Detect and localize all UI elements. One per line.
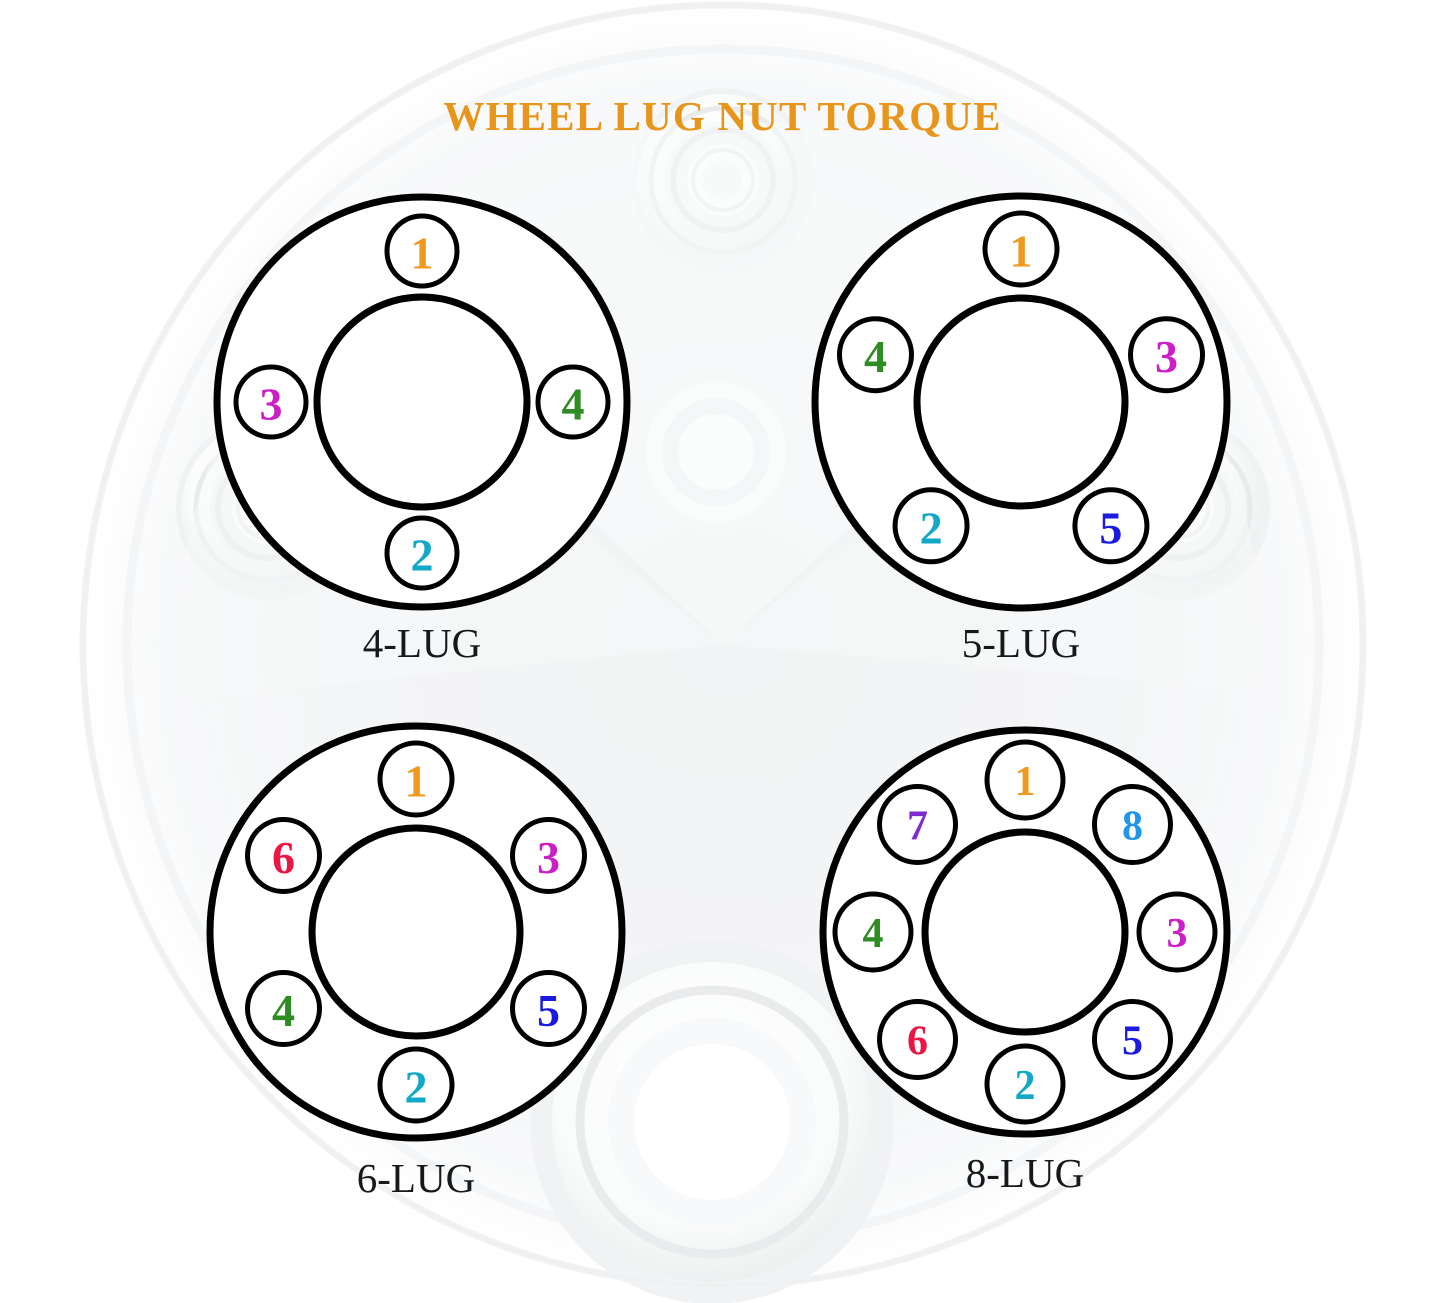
lug-sequence-number: 7: [907, 804, 928, 850]
lug-position-4: 4: [535, 364, 611, 440]
caption-4-lug: 4-LUG: [362, 620, 482, 666]
lug-sequence-number: 3: [1167, 911, 1188, 957]
lug-sequence-number: 4: [272, 985, 295, 1036]
lug-position-1: 1: [384, 213, 460, 289]
lug-position-2: 2: [984, 1043, 1066, 1125]
lug-sequence-number: 4: [864, 331, 887, 382]
lug-sequence-number: 8: [1122, 804, 1143, 850]
lug-sequence-number: 3: [537, 832, 560, 883]
diagram-4-lug: 1 4 2 3 4-LUG: [207, 193, 637, 695]
lug-sequence-number: 6: [907, 1018, 928, 1064]
diagram-5-lug: 1 3 5 2 4 5-LUG: [805, 192, 1237, 695]
lug-position-3: 3: [1136, 891, 1218, 973]
lug-sequence-number: 1: [411, 228, 434, 279]
lug-position-1: 1: [984, 739, 1066, 821]
lug-position-3: 3: [233, 364, 309, 440]
lug-position-6: 6: [244, 817, 322, 894]
lug-position-7: 7: [877, 784, 959, 866]
lug-position-8: 8: [1091, 784, 1173, 866]
lug-position-6: 6: [877, 998, 959, 1080]
wheel-pattern-5-lug: 1 3 5 2 4: [811, 192, 1231, 612]
lug-sequence-number: 1: [1010, 226, 1033, 277]
lug-sequence-number: 5: [1122, 1018, 1143, 1064]
lug-position-2: 2: [384, 515, 460, 591]
lug-position-5: 5: [510, 970, 588, 1047]
lug-position-5: 5: [1091, 998, 1173, 1080]
lug-sequence-number: 5: [1099, 502, 1122, 553]
lug-sequence-number: 2: [411, 530, 434, 581]
lug-sequence-number: 1: [1015, 759, 1036, 805]
wheel-center-bore: [913, 294, 1129, 510]
lug-sequence-number: 2: [405, 1062, 428, 1113]
wheel-pattern-8-lug: 1 8 3 5 2 6 4 7: [819, 726, 1231, 1138]
lug-sequence-number: 1: [405, 756, 428, 807]
lug-sequence-number: 4: [863, 911, 884, 957]
lug-sequence-number: 6: [272, 832, 295, 883]
wheel-center-bore: [313, 293, 531, 511]
page-title: WHEEL LUG NUT TORQUE: [443, 93, 1002, 139]
lug-sequence-number: 2: [1015, 1063, 1036, 1109]
lug-position-4: 4: [836, 316, 914, 394]
lug-sequence-number: 3: [260, 379, 283, 430]
lug-position-1: 1: [377, 740, 455, 818]
lug-position-5: 5: [1072, 487, 1150, 565]
diagram-8-lug: 1 8 3 5 2 6 4 7 8-LUG: [813, 722, 1237, 1222]
caption-6-lug: 6-LUG: [356, 1155, 476, 1201]
lug-position-2: 2: [377, 1046, 455, 1124]
wheel-center-bore: [308, 824, 524, 1040]
diagram-6-lug: 1 3 5 2 4 6 6-LUG: [200, 722, 632, 1227]
lug-position-3: 3: [1128, 316, 1206, 394]
wheel-pattern-6-lug: 1 3 5 2 4 6: [206, 722, 626, 1142]
lug-sequence-number: 2: [920, 502, 943, 553]
caption-5-lug: 5-LUG: [961, 620, 1081, 666]
caption-8-lug: 8-LUG: [965, 1150, 1085, 1196]
lug-sequence-number: 5: [537, 985, 560, 1036]
wheel-pattern-4-lug: 1 4 2 3: [213, 193, 631, 611]
wheel-center-bore: [921, 828, 1129, 1036]
lug-position-2: 2: [892, 487, 970, 565]
lug-position-3: 3: [510, 817, 588, 894]
lug-sequence-number: 3: [1155, 331, 1178, 382]
lug-sequence-number: 4: [562, 379, 585, 430]
lug-position-1: 1: [982, 210, 1060, 288]
lug-position-4: 4: [244, 970, 322, 1047]
lug-position-4: 4: [832, 891, 914, 973]
